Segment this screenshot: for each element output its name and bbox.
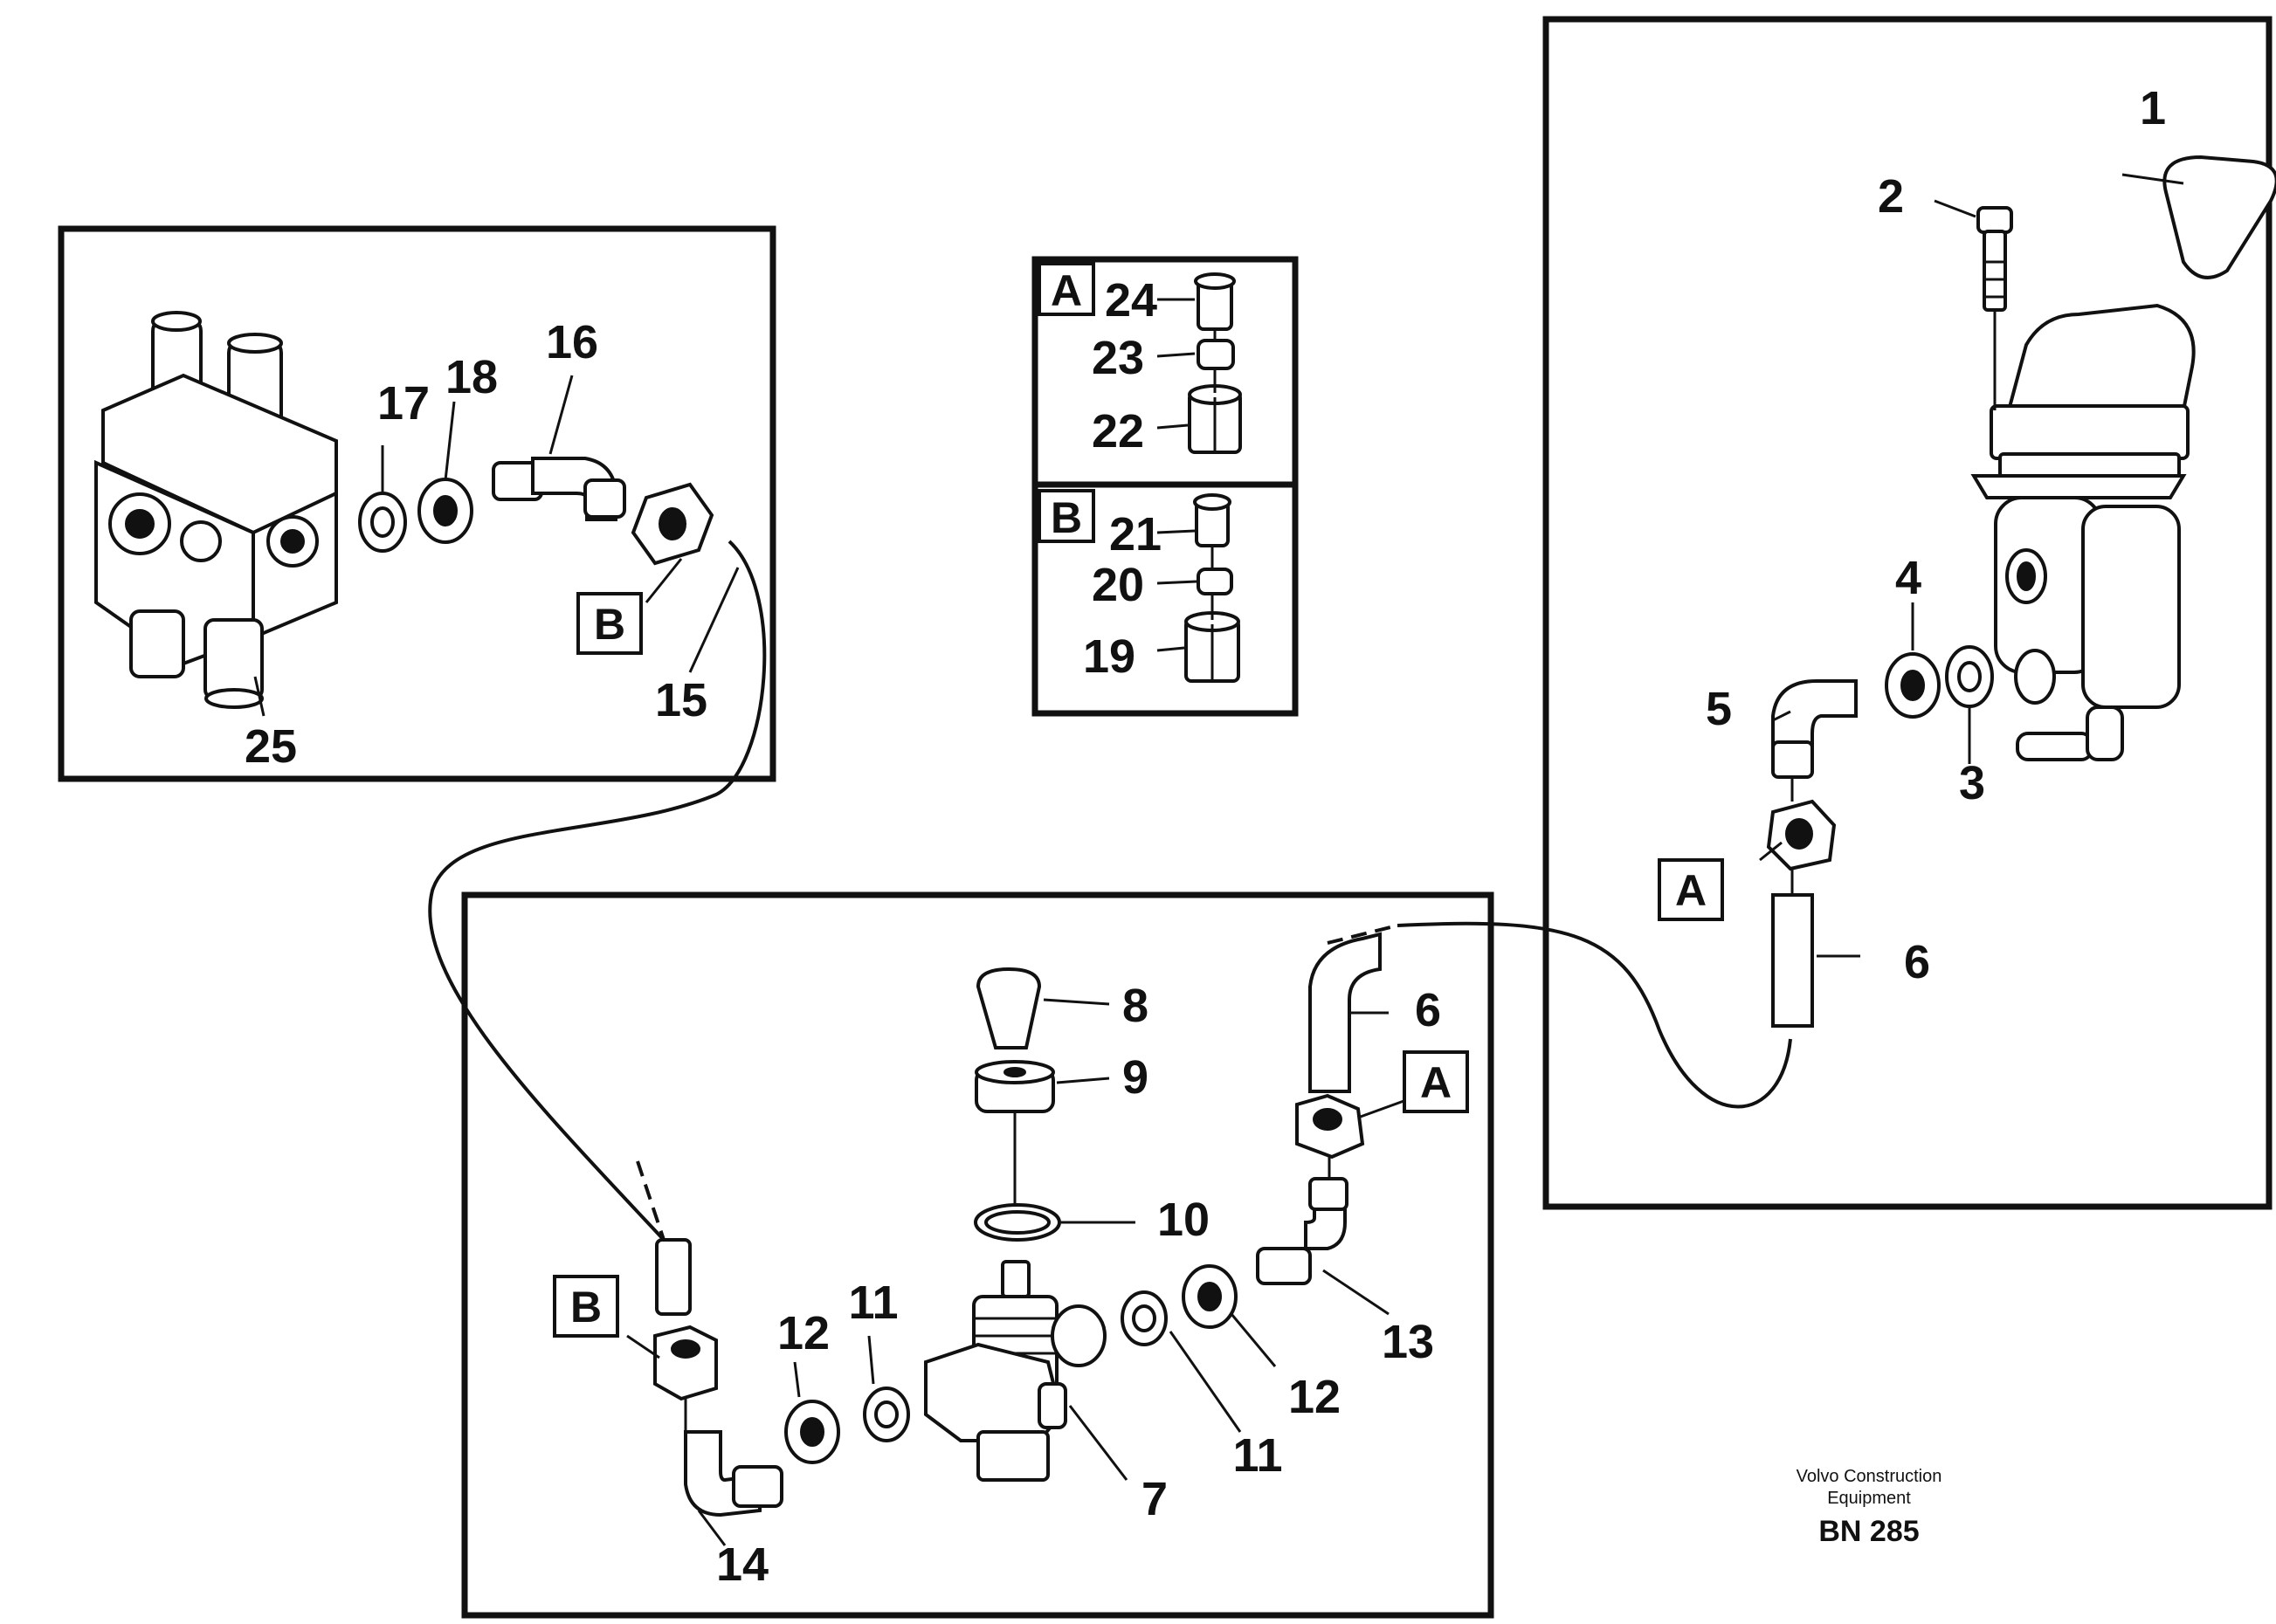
frame-hand-valve bbox=[1542, 16, 2273, 1210]
nut-4 bbox=[1885, 652, 1941, 719]
ref-box-a-right bbox=[1658, 858, 1724, 921]
callout-18: 18 bbox=[445, 351, 498, 403]
callout-21: 21 bbox=[1109, 508, 1162, 561]
hose-6-bottom bbox=[1308, 932, 1382, 1093]
frame-brake-valve bbox=[58, 225, 776, 782]
elbow-16 bbox=[492, 457, 626, 521]
callout-6-bottom: 6 bbox=[1415, 984, 1441, 1036]
callout-4: 4 bbox=[1895, 552, 1921, 604]
callout-10: 10 bbox=[1157, 1194, 1210, 1246]
washer-11-right bbox=[1121, 1290, 1168, 1346]
ref-box-a-bottom bbox=[1403, 1050, 1469, 1113]
callout-17: 17 bbox=[377, 377, 430, 430]
knob-8 bbox=[976, 967, 1042, 1049]
nut-18 bbox=[417, 478, 473, 544]
hose-15-bottom bbox=[655, 1238, 692, 1316]
callout-15: 15 bbox=[655, 674, 707, 726]
ferrule-20 bbox=[1197, 568, 1233, 595]
callout-2: 2 bbox=[1878, 170, 1904, 223]
nut-a-right bbox=[1766, 799, 1837, 871]
hand-valve-body bbox=[1970, 303, 2196, 761]
knob-1 bbox=[2162, 155, 2276, 279]
bolt-2 bbox=[1976, 206, 2013, 312]
elbow-14 bbox=[684, 1430, 783, 1517]
ring-10 bbox=[974, 1203, 1061, 1242]
elbow-13 bbox=[1256, 1177, 1348, 1285]
ref-label-a-right: A bbox=[1675, 866, 1707, 915]
ref-label-b-top: B bbox=[594, 600, 625, 649]
washer-11-left bbox=[863, 1387, 910, 1442]
callout-20: 20 bbox=[1092, 559, 1144, 611]
nut-a-bottom bbox=[1295, 1093, 1365, 1160]
sleeve-21 bbox=[1193, 493, 1231, 547]
callout-11-left: 11 bbox=[848, 1276, 898, 1329]
callout-8: 8 bbox=[1122, 980, 1148, 1032]
frame-legend-b bbox=[1031, 481, 1299, 717]
washer-17 bbox=[358, 492, 407, 553]
hose-6-upper bbox=[1397, 921, 1792, 1109]
washer-3 bbox=[1945, 645, 1994, 708]
footer-drawing-code: BN 285 bbox=[1818, 1515, 1919, 1548]
callout-1: 1 bbox=[2140, 82, 2166, 134]
callout-14: 14 bbox=[716, 1538, 769, 1591]
hose-15-dash bbox=[636, 1160, 666, 1241]
callout-24: 24 bbox=[1105, 274, 1157, 327]
nut-12-right bbox=[1182, 1264, 1238, 1329]
callout-19: 19 bbox=[1083, 630, 1135, 683]
ferrule-23 bbox=[1197, 339, 1235, 370]
callout-22: 22 bbox=[1092, 405, 1144, 458]
hose-6-dash bbox=[1327, 924, 1398, 945]
nut-b-bottom bbox=[653, 1325, 718, 1401]
nut-12-left bbox=[784, 1400, 840, 1464]
callout-25: 25 bbox=[245, 720, 297, 773]
legend-b-label: B bbox=[1051, 493, 1082, 542]
callout-7: 7 bbox=[1141, 1473, 1168, 1525]
brake-valve-25 bbox=[94, 311, 338, 709]
callout-9: 9 bbox=[1122, 1051, 1148, 1104]
callout-16: 16 bbox=[546, 316, 598, 368]
sleeve-24 bbox=[1194, 272, 1236, 331]
valve-7 bbox=[924, 1260, 1107, 1482]
callout-13: 13 bbox=[1382, 1316, 1434, 1368]
footer-company-line2: Equipment bbox=[1827, 1489, 1911, 1508]
ref-label-a-bottom: A bbox=[1420, 1058, 1452, 1107]
cap-9 bbox=[975, 1060, 1055, 1113]
elbow-5 bbox=[1771, 679, 1858, 779]
ref-box-b-bottom bbox=[553, 1275, 619, 1338]
ref-box-b-top bbox=[576, 592, 643, 655]
legend-a-label: A bbox=[1051, 266, 1082, 315]
nut-22 bbox=[1188, 384, 1242, 454]
hose-6-right bbox=[1771, 893, 1814, 1028]
callout-5: 5 bbox=[1706, 683, 1732, 735]
hose-15 bbox=[428, 540, 767, 1242]
nut-19 bbox=[1184, 611, 1240, 683]
callout-6-right: 6 bbox=[1904, 936, 1930, 988]
callout-12-right: 12 bbox=[1288, 1371, 1341, 1423]
callout-3: 3 bbox=[1959, 757, 1985, 809]
footer-company-line1: Volvo Construction bbox=[1797, 1467, 1942, 1486]
callout-23: 23 bbox=[1092, 332, 1144, 384]
frame-control-valve bbox=[461, 891, 1494, 1619]
ref-label-b-bottom: B bbox=[570, 1283, 602, 1332]
callout-11-right: 11 bbox=[1232, 1429, 1282, 1482]
callout-12-left: 12 bbox=[777, 1307, 830, 1359]
nut-b-top bbox=[631, 482, 714, 566]
